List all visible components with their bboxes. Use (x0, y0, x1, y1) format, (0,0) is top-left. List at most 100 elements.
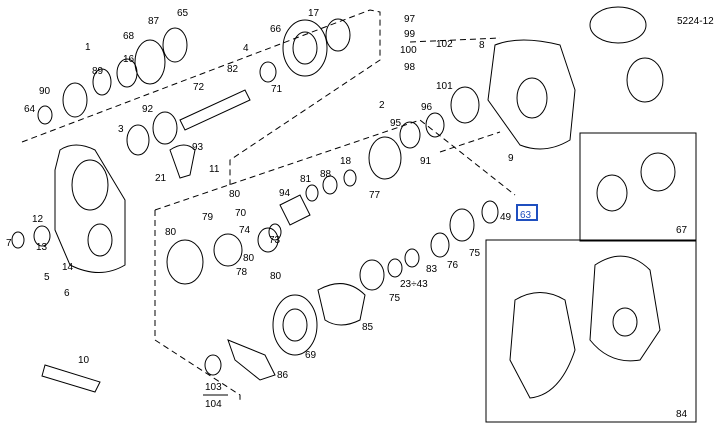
nut-64 (37, 105, 53, 125)
ring-81 (305, 184, 319, 202)
sealant-tube-10 (41, 364, 101, 393)
label-88: 88 (320, 169, 332, 180)
ring-89 (92, 68, 112, 96)
label-18: 18 (340, 156, 352, 167)
label-92: 92 (142, 104, 154, 115)
label-10: 10 (78, 355, 90, 366)
label-64: 64 (24, 104, 36, 115)
ring-17 (325, 18, 351, 52)
inset84-housing-right (589, 255, 661, 362)
label-71: 71 (271, 84, 283, 95)
label-63[interactable]: 63 (520, 210, 532, 221)
label-76: 76 (447, 260, 459, 271)
label-13: 13 (36, 242, 48, 253)
label-87: 87 (148, 16, 160, 27)
assembly-frame-lower (154, 210, 241, 400)
bevel-gear-5224 (589, 6, 647, 44)
label-67: 67 (676, 225, 688, 236)
highlight-box-63[interactable] (516, 204, 538, 221)
bearing-3 (126, 124, 150, 156)
label-75a: 75 (469, 248, 481, 259)
label-3: 3 (118, 124, 124, 135)
sensor-103 (204, 354, 222, 376)
pinion-5224 (626, 57, 664, 103)
housing-left-bore (71, 159, 109, 211)
inset-box-84 (485, 239, 697, 423)
bearing-95 (399, 121, 421, 149)
label-77: 77 (369, 190, 381, 201)
label-81: 81 (300, 174, 312, 185)
label-1a: 1 (85, 42, 91, 53)
label-80b: 80 (165, 227, 177, 238)
label-5224: 5224-12 (677, 16, 714, 27)
label-82: 82 (227, 64, 239, 75)
label-101: 101 (436, 81, 453, 92)
label-72: 72 (193, 82, 205, 93)
label-78: 78 (236, 267, 248, 278)
label-80c: 80 (243, 253, 255, 264)
label-68: 68 (123, 31, 135, 42)
label-80d: 80 (270, 271, 282, 282)
label-11: 11 (209, 164, 220, 175)
leader-line-right (439, 131, 501, 153)
gear-74 (257, 227, 279, 253)
shaft-72 (179, 89, 251, 131)
label-102: 102 (436, 39, 453, 50)
label-89: 89 (92, 66, 104, 77)
cover-85 (317, 283, 366, 326)
label-98: 98 (404, 62, 416, 73)
label-80a: 80 (229, 189, 241, 200)
label-14: 14 (62, 262, 74, 273)
bearing-92 (152, 111, 178, 145)
label-74: 74 (239, 225, 251, 236)
label-75b: 75 (389, 293, 401, 304)
ring-75a (430, 232, 450, 258)
label-70: 70 (235, 208, 247, 219)
label-6: 6 (64, 288, 70, 299)
inset67-bearing (596, 174, 628, 212)
label-73: 73 (269, 235, 281, 246)
label-69: 69 (305, 350, 317, 361)
ring-65 (162, 27, 188, 63)
label-12: 12 (32, 214, 44, 225)
diff-spider (213, 233, 243, 267)
label-91: 91 (420, 156, 432, 167)
label-90: 90 (39, 86, 51, 97)
label-85: 85 (362, 322, 374, 333)
housing-left-bore-2 (87, 223, 113, 257)
fork-93 (169, 144, 196, 179)
label-17: 17 (308, 8, 320, 19)
label-49: 49 (500, 212, 512, 223)
housing-right (487, 39, 576, 150)
ring-18 (343, 169, 357, 187)
label-5: 5 (44, 272, 50, 283)
label-65: 65 (177, 8, 189, 19)
label-93: 93 (192, 142, 204, 153)
part-7 (11, 231, 25, 249)
bearing-76 (449, 208, 475, 242)
label-2343: 23÷43 (400, 279, 428, 290)
label-9: 9 (508, 153, 514, 164)
ring-49 (481, 200, 499, 224)
gear-73 (268, 223, 282, 241)
flange-91 (368, 136, 402, 180)
label-79: 79 (202, 212, 214, 223)
assembly-frame-middle (154, 119, 516, 211)
label-16: 16 (123, 54, 135, 65)
gasket-86 (227, 339, 276, 381)
cover-68 (134, 39, 166, 85)
flange-90 (62, 82, 88, 118)
bearing-16 (116, 58, 138, 88)
label-7: 7 (6, 238, 12, 249)
inset84-housing-left (509, 292, 576, 399)
inset67-flange (640, 152, 676, 192)
inset-box-67 (579, 132, 697, 242)
label-21: 21 (155, 173, 167, 184)
diff-housing (166, 239, 204, 285)
label-95: 95 (390, 118, 402, 129)
label-66: 66 (270, 24, 282, 35)
label-94: 94 (279, 188, 291, 199)
housing-right-bore (516, 77, 548, 119)
ring-96 (425, 112, 445, 138)
